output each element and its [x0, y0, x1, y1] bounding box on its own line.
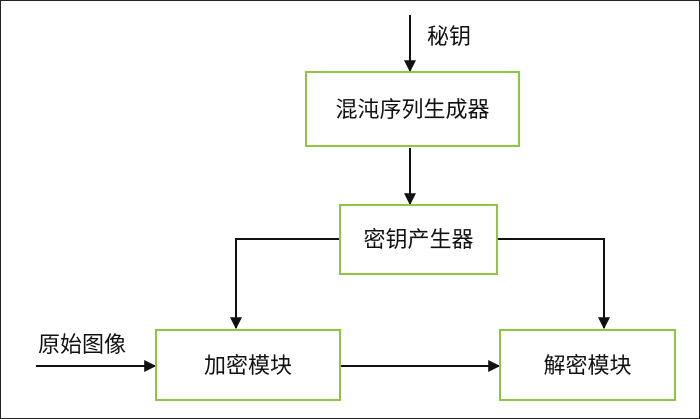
node-encryption-module: 加密模块: [155, 329, 341, 401]
input-label-secret-key: 秘钥: [427, 25, 471, 50]
node-encryption-module-label: 加密模块: [204, 354, 292, 379]
node-chaos-generator: 混沌序列生成器: [305, 71, 520, 147]
node-chaos-generator-label: 混沌序列生成器: [335, 98, 489, 123]
node-key-generator-label: 密钥产生器: [363, 228, 473, 253]
node-decryption-module-label: 解密模块: [543, 354, 631, 379]
node-key-generator: 密钥产生器: [339, 204, 498, 275]
edge-key-generator-to-encryption: [230, 238, 339, 330]
edge-key-generator-to-decryption: [498, 238, 610, 330]
node-decryption-module: 解密模块: [499, 329, 676, 401]
input-label-original-image: 原始图像: [38, 333, 126, 358]
